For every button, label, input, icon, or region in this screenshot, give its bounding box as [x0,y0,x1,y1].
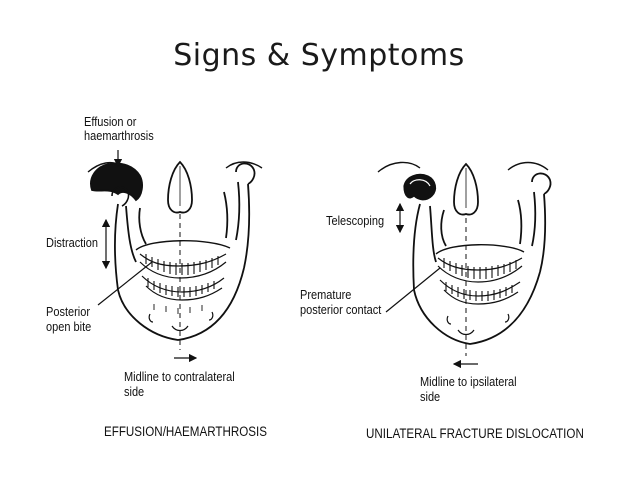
contralateral-label-line1: Midline to contralateral [124,370,235,384]
ipsilateral-label-line1: Midline to ipsilateral [420,375,517,389]
contralateral-label-line2: side [124,385,145,399]
nose-shape [167,160,193,214]
nose-shape-right [453,162,479,216]
effusion-mass [90,162,143,202]
left-caption: EFFUSION/HAEMARTHROSIS [104,424,267,439]
left-annotation-lines [97,150,198,363]
mandible-outline [117,267,245,341]
slide-title: Signs & Symptoms [173,38,465,73]
right-jaw-illustration [377,161,552,356]
posterior-label-line1: Posterior [46,305,91,319]
telescoping-label: Telescoping [326,214,385,228]
ipsilateral-label-line2: side [420,390,441,404]
fractured-condyle [403,173,437,201]
posterior-open-bite-leader [97,261,153,306]
premature-label-line2: posterior contact [300,303,382,317]
premature-label-line1: Premature [300,288,352,302]
left-jaw-illustration [87,160,263,350]
mandible-outline-right [413,271,541,345]
premature-contact-leader [385,267,441,313]
effusion-label-line1: Effusion or [84,115,137,129]
right-annotation-lines [385,202,478,369]
effusion-label-line2: haemarthrosis [84,129,154,143]
posterior-label-line2: open bite [46,320,92,334]
distraction-label: Distraction [46,236,98,250]
right-caption: UNILATERAL FRACTURE DISLOCATION [366,426,584,441]
